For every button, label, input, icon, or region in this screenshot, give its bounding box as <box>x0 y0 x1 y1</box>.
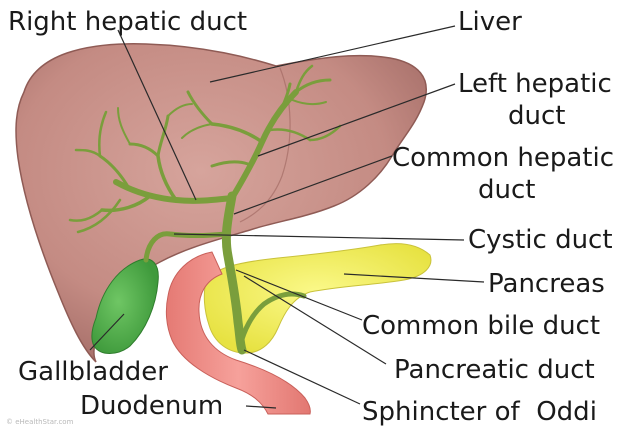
label-sphincter-of-oddi: Sphincter of Oddi <box>362 397 597 427</box>
label-right-hepatic-duct: Right hepatic duct <box>8 7 247 37</box>
label-duodenum: Duodenum <box>80 391 223 421</box>
label-left-hepatic-duct-line1: Left hepatic <box>458 69 612 99</box>
leader-gallbladder <box>89 313 125 351</box>
label-left-hepatic-duct-line2: duct <box>508 101 565 131</box>
leader-cystic-duct <box>173 233 465 241</box>
pancreatic-duct-path <box>237 291 307 349</box>
label-common-bile-duct: Common bile duct <box>362 311 600 341</box>
label-pancreatic-duct: Pancreatic duct <box>394 355 595 385</box>
labels: Right hepatic duct Liver Left hepatic du… <box>6 7 614 427</box>
leader-sphincter-of-oddi <box>243 349 361 405</box>
label-cystic-duct: Cystic duct <box>468 225 613 255</box>
watermark: © eHealthStar.com <box>6 418 74 426</box>
label-common-hepatic-duct-line2: duct <box>478 175 535 205</box>
leader-liver <box>209 25 456 83</box>
duodenum-shape <box>165 251 311 415</box>
pancreas-shape <box>203 243 432 354</box>
leader-pancreas <box>343 273 485 283</box>
leader-pancreatic-duct <box>243 275 387 365</box>
leader-duodenum <box>245 405 277 409</box>
label-gallbladder: Gallbladder <box>18 357 168 387</box>
leader-common-hepatic-duct <box>233 155 393 215</box>
label-common-hepatic-duct-line1: Common hepatic <box>392 143 614 173</box>
leader-common-bile-duct <box>235 269 363 321</box>
leader-left-hepatic-duct <box>257 83 456 157</box>
label-pancreas: Pancreas <box>488 269 605 299</box>
label-liver: Liver <box>458 7 522 37</box>
leader-lines <box>89 25 485 409</box>
leader-right-hepatic-duct <box>117 29 197 201</box>
